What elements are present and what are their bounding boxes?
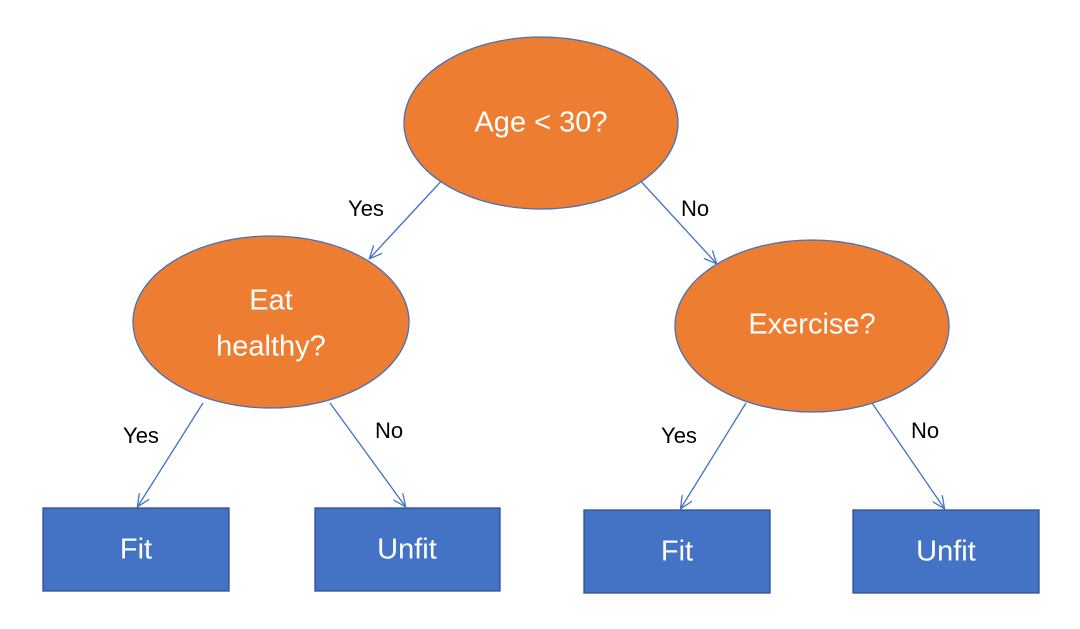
decision-node-age: Age < 30? (403, 36, 679, 210)
leaf-node-unfit-2: Unfit (852, 509, 1040, 594)
leaf-node-fit-2: Fit (583, 509, 771, 594)
edge-label-left-leaf2: No (375, 418, 403, 443)
decision-node-age-label: Age < 30? (474, 107, 607, 139)
edge-label-root-left: Yes (348, 196, 384, 221)
leaf-node-unfit-1-label: Unfit (377, 534, 437, 566)
decision-node-age-shape (403, 36, 679, 210)
decision-node-exercise: Exercise? (674, 239, 950, 413)
leaf-node-unfit-2-label: Unfit (916, 536, 976, 568)
edge-label-root-right: No (681, 196, 709, 221)
decision-node-exercise-shape (674, 239, 950, 413)
edge-root-to-right (635, 175, 716, 263)
edge-left-to-leaf-fit (138, 402, 204, 506)
leaf-node-unfit-2-shape (852, 509, 1040, 594)
edge-label-right-leaf4: No (911, 418, 939, 443)
edge-label-right-leaf3: Yes (661, 423, 697, 448)
decision-node-eat-healthy-label-line1: Eat (249, 285, 293, 317)
leaf-node-fit-2-shape (583, 509, 771, 594)
edge-right-to-leaf-unfit (871, 402, 944, 508)
edge-label-left-leaf1: Yes (123, 423, 159, 448)
leaf-node-fit-1: Fit (42, 507, 230, 592)
leaf-node-fit-1-shape (42, 507, 230, 592)
leaf-node-fit-1-label: Fit (120, 534, 152, 566)
leaf-node-unfit-1-shape (314, 507, 501, 592)
decision-node-eat-healthy: Eat healthy? (132, 235, 410, 409)
leaf-node-unfit-1: Unfit (314, 507, 501, 592)
decision-node-exercise-label: Exercise? (748, 309, 875, 341)
decision-node-eat-healthy-shape (132, 235, 410, 409)
edge-root-to-left (370, 175, 447, 258)
leaf-node-fit-2-label: Fit (661, 536, 693, 568)
decision-node-eat-healthy-label-line2: healthy? (216, 331, 326, 363)
edge-left-to-leaf-unfit (329, 402, 405, 506)
edge-right-to-leaf-fit (681, 402, 747, 508)
